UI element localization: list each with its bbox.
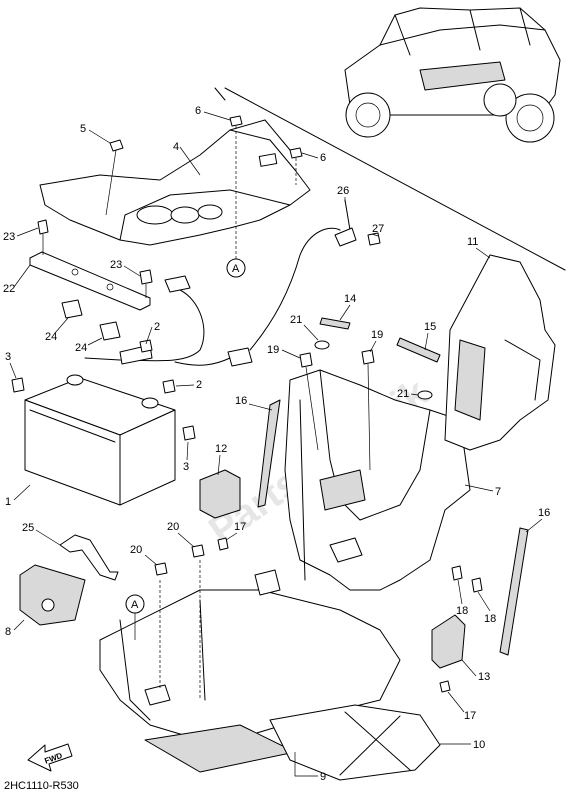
callout-15: 15 — [424, 321, 436, 333]
callout-7: 7 — [495, 486, 501, 498]
callout-20b: 20 — [130, 544, 142, 556]
callout-6b: 6 — [320, 152, 326, 164]
side-panel-11 — [444, 254, 556, 451]
callout-16b: 16 — [538, 507, 550, 519]
callout-23b: 23 — [110, 259, 122, 271]
callout-24b: 24 — [75, 342, 87, 354]
callout-23: 23 — [3, 231, 15, 243]
callout-22: 22 — [3, 283, 15, 295]
reference-mark-upper: A — [226, 258, 246, 278]
callout-2b: 2 — [196, 379, 202, 391]
callout-5: 5 — [80, 123, 86, 135]
lower-tray — [99, 560, 401, 741]
callout-11: 11 — [467, 236, 478, 248]
battery — [24, 374, 176, 506]
callout-19b: 19 — [371, 329, 383, 341]
fasteners — [11, 339, 196, 441]
callout-12: 12 — [215, 443, 227, 455]
boundary-line — [224, 87, 566, 271]
guard-10 — [269, 704, 441, 781]
cover-13 — [431, 614, 466, 669]
battery-box-7 — [284, 369, 471, 591]
strip-14 — [319, 317, 351, 330]
callout-9: 9 — [320, 771, 326, 783]
boundary-line-short — [214, 87, 226, 101]
strip-16-left — [257, 399, 281, 508]
clip-18-b — [471, 577, 483, 593]
callout-17: 17 — [234, 521, 246, 533]
callout-18: 18 — [456, 605, 468, 617]
strip-15 — [396, 337, 441, 363]
battery-cover — [39, 119, 311, 246]
relay-24 — [61, 299, 121, 341]
callout-17b: 17 — [464, 710, 476, 722]
callout-6: 6 — [195, 105, 201, 117]
fasteners-20-17 — [154, 537, 451, 693]
drawing-code: 2HC1110-R530 — [4, 780, 79, 792]
callout-24: 24 — [45, 331, 57, 343]
clip-18-a — [451, 565, 463, 581]
callout-10: 10 — [473, 739, 485, 751]
callout-2: 2 — [154, 321, 160, 333]
plate-9 — [144, 724, 296, 773]
callout-labels: 1 2 2 3 3 4 5 6 6 7 8 9 10 11 12 13 14 — [3, 105, 550, 783]
callout-21: 21 — [290, 314, 302, 326]
pad-8 — [19, 564, 86, 626]
callout-3b: 3 — [183, 461, 189, 473]
sensor-26 — [334, 199, 381, 247]
callout-3: 3 — [5, 351, 11, 363]
callout-27: 27 — [372, 223, 384, 235]
svg-text:A: A — [131, 599, 139, 611]
callout-13: 13 — [478, 671, 490, 683]
svg-text:A: A — [232, 263, 240, 275]
vehicle-thumbnail — [344, 7, 561, 143]
callout-26: 26 — [337, 185, 349, 197]
callout-1: 1 — [5, 496, 11, 508]
callout-8: 8 — [5, 626, 11, 638]
fwd-arrow: FWD — [27, 743, 73, 772]
fasteners-19-21 — [299, 340, 433, 471]
callout-20: 20 — [167, 521, 179, 533]
callout-16: 16 — [235, 395, 247, 407]
callout-21b: 21 — [397, 388, 409, 400]
clip-6 — [229, 115, 303, 265]
battery-strap-25 — [59, 534, 119, 581]
terminal-cover-12 — [199, 469, 241, 519]
callout-14: 14 — [344, 293, 356, 305]
callout-19: 19 — [267, 344, 279, 356]
reference-mark-lower: A — [125, 594, 145, 640]
strip-16-right — [499, 527, 529, 656]
bolt-5 — [105, 139, 124, 216]
callout-18b: 18 — [484, 613, 496, 625]
callout-25: 25 — [22, 522, 34, 534]
callout-4: 4 — [173, 141, 179, 153]
